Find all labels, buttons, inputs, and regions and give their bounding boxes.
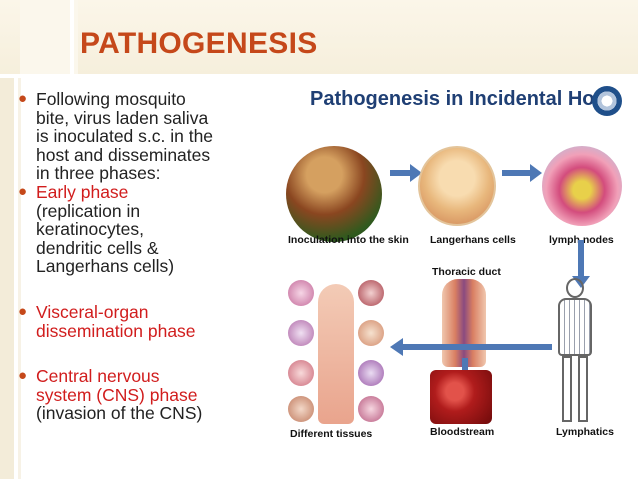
- label-inoculation: Inoculation into the skin: [288, 234, 409, 246]
- arrow-head-icon: [390, 338, 403, 356]
- bullet-line: keratinocytes,: [36, 219, 144, 240]
- bullet-line: is inoculated s.c. in the: [36, 126, 214, 147]
- bullet-marker-icon: ●: [18, 367, 28, 385]
- thoracic-duct-image: [442, 279, 486, 367]
- label-lymphatics: Lymphatics: [556, 426, 614, 438]
- institution-seal-icon: [592, 86, 622, 116]
- bullet-line: Langerhans cells): [36, 256, 175, 277]
- label-bloodstream: Bloodstream: [430, 426, 495, 438]
- bullet-line: dissemination phase: [36, 320, 196, 341]
- bullet-line: in three phases:: [36, 163, 161, 184]
- bullet-list: ● Following mosquito bite, virus laden s…: [16, 90, 280, 423]
- arrow-right-icon: [390, 170, 412, 176]
- title-divider: [70, 0, 74, 74]
- bullet-cns-phase: ● Central nervous system (CNS) phase: [16, 367, 280, 404]
- mosquito-bite-image: [286, 146, 382, 242]
- bullet-marker-icon: ●: [18, 302, 28, 320]
- bullet-subtext: (invasion of the CNS): [16, 404, 280, 423]
- bullet-line: system (CNS) phase: [36, 384, 198, 405]
- tissue-sample-image: [288, 360, 314, 386]
- bullet-line: Following mosquito: [36, 89, 186, 109]
- tissue-sample-image: [288, 280, 314, 306]
- bullet-marker-icon: ●: [18, 182, 28, 200]
- bullet-line: (replication in: [36, 200, 141, 221]
- title-strip: [0, 0, 638, 74]
- tissue-sample-image: [358, 396, 384, 422]
- label-thoracic-duct: Thoracic duct: [432, 266, 501, 278]
- tissue-sample-image: [358, 280, 384, 306]
- lymph-node-image: [542, 146, 622, 226]
- human-body-image: [318, 284, 354, 424]
- bullet-subtext: (replication in keratinocytes, dendritic…: [16, 200, 280, 277]
- slide-left-bar-accent: [18, 0, 21, 479]
- arrow-down-icon: [462, 358, 468, 370]
- bullet-line: Early phase: [36, 181, 129, 202]
- page-title: PATHOGENESIS: [80, 27, 318, 60]
- label-langerhans: Langerhans cells: [430, 234, 516, 246]
- bullet-line: (invasion of the CNS): [36, 403, 203, 424]
- bullet-line: Visceral-organ: [36, 301, 149, 322]
- tissues-image: [288, 276, 384, 426]
- bullet-intro: ● Following mosquito bite, virus laden s…: [16, 90, 280, 183]
- pathogenesis-figure: Pathogenesis in Incidental Host Inoculat…: [280, 74, 634, 446]
- arrow-down-icon: [578, 240, 584, 278]
- arrow-right-icon: [502, 170, 532, 176]
- bullet-marker-icon: ●: [18, 90, 28, 107]
- bloodstream-image: [430, 370, 492, 424]
- label-tissues: Different tissues: [290, 428, 373, 440]
- bullet-line: host and disseminates: [36, 144, 211, 165]
- tissue-sample-image: [358, 320, 384, 346]
- slide-left-bar: [0, 0, 14, 479]
- lymphatic-system-image: [542, 278, 608, 424]
- arrow-left-icon: [402, 344, 552, 350]
- arrow-head-icon: [530, 164, 542, 182]
- bullet-early-phase: ● Early phase: [16, 183, 280, 202]
- title-band: [20, 0, 78, 74]
- figure-title: Pathogenesis in Incidental Host: [310, 88, 613, 110]
- tissue-sample-image: [288, 320, 314, 346]
- tissue-sample-image: [288, 396, 314, 422]
- bullet-line: bite, virus laden saliva: [36, 107, 209, 128]
- bullet-visceral-phase: ● Visceral-organ dissemination phase: [16, 303, 280, 340]
- langerhans-cells-image: [418, 146, 496, 226]
- bullet-line: dendritic cells &: [36, 237, 159, 258]
- bullet-line: Central nervous: [36, 366, 160, 387]
- tissue-sample-image: [358, 360, 384, 386]
